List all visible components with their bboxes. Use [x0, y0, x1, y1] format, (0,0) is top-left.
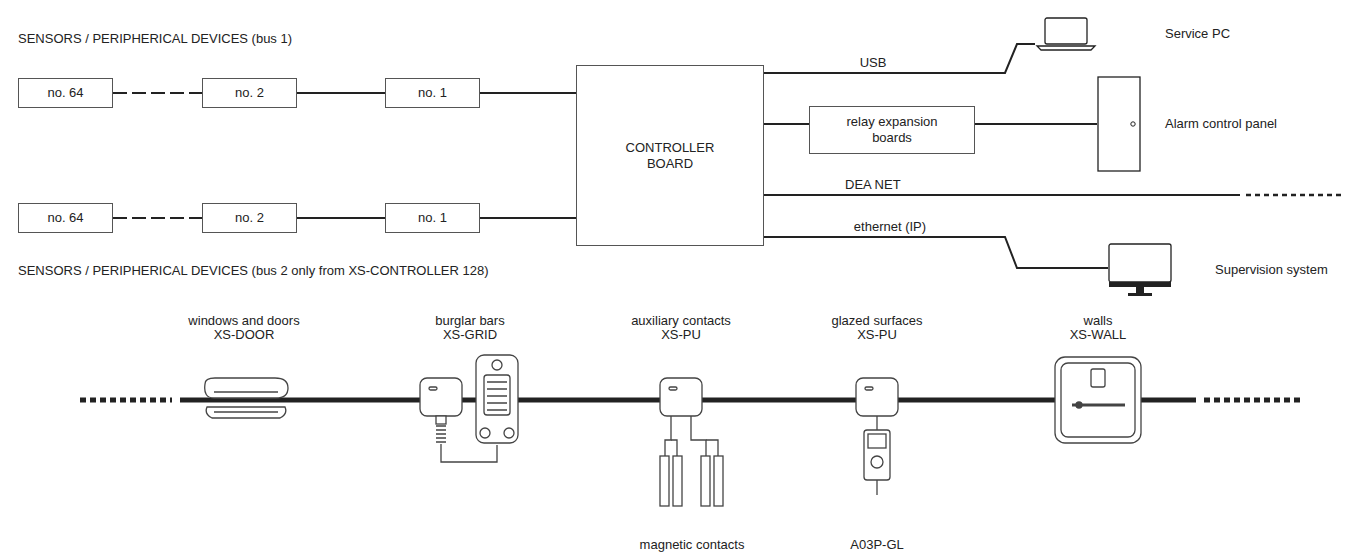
caption-label: XS-DOOR [214, 327, 275, 342]
caption-label: XS-PU [857, 327, 897, 342]
box-label: no. 2 [235, 210, 264, 226]
caption-label: SENSORS / PERIPHERICAL DEVICES (bus 2 on… [18, 263, 489, 278]
laptop-icon [1035, 16, 1097, 52]
monitor-node: Supervision system [1108, 243, 1172, 297]
panel-node: Alarm control panel [1097, 76, 1141, 172]
device-name: Service PC [1165, 26, 1230, 42]
monitor-icon [1108, 243, 1172, 297]
bus-connector [113, 217, 202, 219]
box-label: no. 64 [47, 210, 83, 226]
caption-label: burglar bars [435, 313, 504, 328]
caption-label: XS-GRID [443, 327, 497, 342]
bus-connector [297, 217, 385, 219]
device-name: Supervision system [1215, 262, 1328, 278]
device-box: no. 1 [385, 203, 480, 233]
link-label: USB [858, 55, 889, 70]
bus-connector [764, 237, 1108, 268]
caption-label: glazed surfaces [831, 313, 922, 328]
pu-aux-unit [660, 378, 723, 506]
dea-net-line [764, 195, 1345, 196]
bus-connector [480, 217, 576, 219]
caption-label: auxiliary contacts [631, 313, 731, 328]
device-name: Alarm control panel [1165, 116, 1277, 132]
laptop-node: Service PC [1035, 16, 1097, 52]
panel-icon [1097, 76, 1141, 172]
wall-sensor [1055, 357, 1141, 443]
bus-connector [113, 92, 202, 94]
grid-sensor [420, 355, 518, 462]
box-label: relay expansion boards [832, 114, 952, 146]
caption-label: XS-WALL [1070, 327, 1127, 342]
device-box: relay expansion boards [809, 106, 975, 154]
caption-label: windows and doors [188, 313, 299, 328]
device-box: no. 64 [18, 203, 113, 233]
caption-label: magnetic contacts [640, 537, 745, 552]
box-label: no. 1 [418, 210, 447, 226]
bus-connector [297, 92, 385, 94]
device-box: no. 1 [385, 78, 480, 108]
link-label: ethernet (IP) [852, 219, 928, 234]
pu-glass-unit [856, 378, 898, 495]
device-box: CONTROLLER BOARD [576, 65, 764, 246]
caption-label: SENSORS / PERIPHERICAL DEVICES (bus 1) [18, 31, 292, 46]
box-label: no. 1 [418, 85, 447, 101]
bus-connector [975, 123, 1097, 125]
device-box: no. 2 [202, 203, 297, 233]
box-label: no. 2 [235, 85, 264, 101]
door-sensor [205, 378, 288, 418]
device-box: no. 2 [202, 78, 297, 108]
caption-label: XS-PU [661, 327, 701, 342]
bus-connector [764, 123, 809, 125]
box-label: no. 64 [47, 85, 83, 101]
box-label: CONTROLLER BOARD [623, 140, 718, 172]
caption-label: A03P-GL [850, 537, 903, 552]
caption-label: DEA NET [845, 177, 901, 192]
bus-connector [764, 44, 1035, 73]
caption-label: walls [1084, 313, 1113, 328]
bus-connector [480, 92, 576, 94]
device-box: no. 64 [18, 78, 113, 108]
